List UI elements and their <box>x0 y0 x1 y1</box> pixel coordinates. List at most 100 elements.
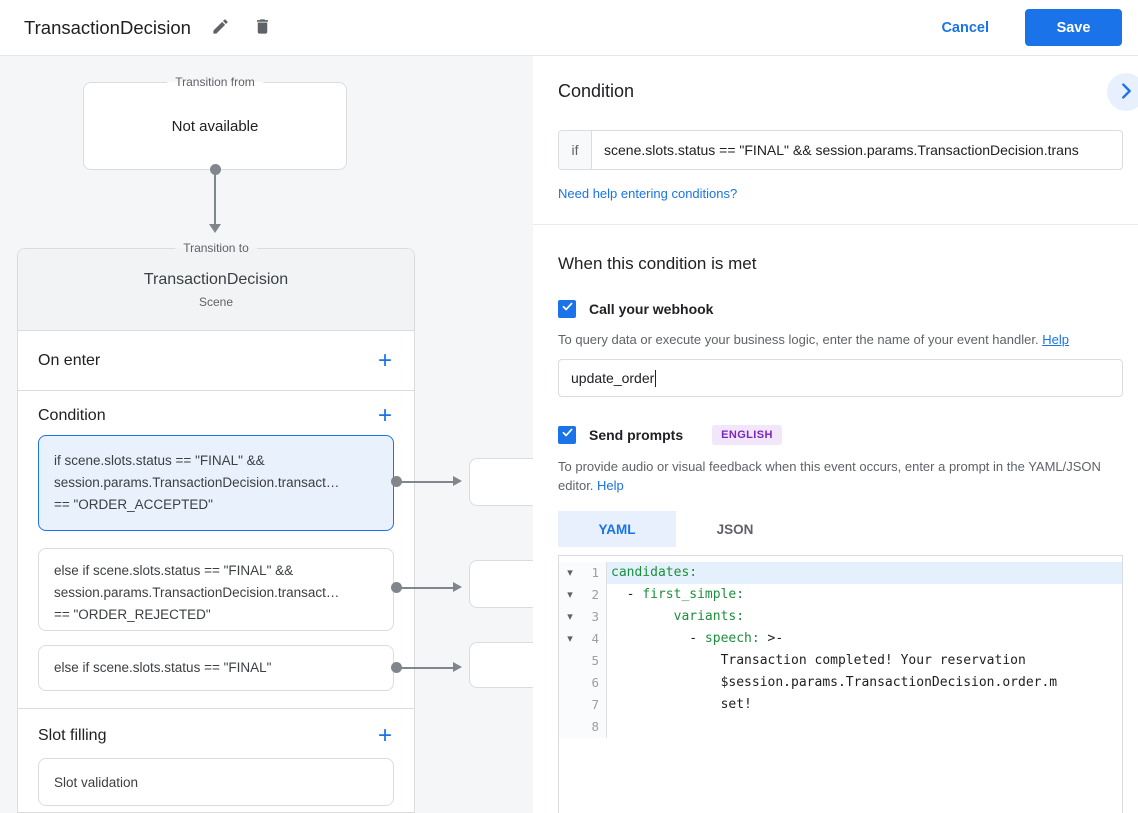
editor-line[interactable]: ▾2 - first_simple: <box>559 584 1122 606</box>
condition-card[interactable]: else if scene.slots.status == "FINAL" <box>38 645 394 691</box>
webhook-helper-text: To query data or execute your business l… <box>558 330 1123 349</box>
fold-gutter <box>559 650 581 672</box>
add-condition-button[interactable]: + <box>377 402 392 429</box>
editor-line[interactable]: ▾3 variants: <box>559 606 1122 628</box>
send-prompts-label: Send prompts <box>589 427 684 443</box>
when-condition-met-title: When this condition is met <box>558 254 757 273</box>
send-prompts-row: Send prompts ENGLISH <box>558 425 1123 445</box>
section-divider <box>18 708 414 709</box>
arrow-down-icon <box>209 224 221 233</box>
yaml-text-token <box>611 609 674 624</box>
code-line-content[interactable]: candidates: <box>607 562 1122 584</box>
condition-expression-input[interactable]: scene.slots.status == "FINAL" && session… <box>604 142 1079 158</box>
transition-target-box[interactable] <box>469 642 533 688</box>
condition-help-link[interactable]: Need help entering conditions? <box>558 186 738 201</box>
call-webhook-label: Call your webhook <box>589 301 714 317</box>
editor-line[interactable]: 5 Transaction completed! Your reservatio… <box>559 650 1122 672</box>
checkmark-icon <box>561 426 574 444</box>
fold-gutter <box>559 694 581 716</box>
delete-scene-button[interactable] <box>251 16 275 40</box>
code-line-content[interactable]: $session.params.TransactionDecision.orde… <box>607 672 1122 694</box>
connector-dot <box>391 476 402 487</box>
yaml-text-token: set! <box>611 697 752 712</box>
page-title: TransactionDecision <box>24 16 191 38</box>
connector-dot <box>391 582 402 593</box>
condition-card-line: else if scene.slots.status == "FINAL" && <box>54 563 294 578</box>
add-on-enter-button[interactable]: + <box>377 346 392 374</box>
yaml-text-token: - <box>611 587 643 602</box>
call-webhook-row: Call your webhook <box>558 300 1123 318</box>
yaml-key-token: speech: <box>704 631 760 646</box>
condition-card-line: if scene.slots.status == "FINAL" && <box>54 453 265 468</box>
transition-from-label: Transition from <box>167 75 263 89</box>
line-number: 1 <box>581 562 607 584</box>
collapse-panel-button[interactable] <box>1107 73 1138 111</box>
condition-card-line: else if scene.slots.status == "FINAL" <box>54 660 272 675</box>
slot-validation-card[interactable]: Slot validation <box>38 758 394 806</box>
panel-divider <box>533 224 1138 225</box>
scene-header: TransactionDecision Scene <box>18 249 414 331</box>
transition-to-box: Transition to TransactionDecision Scene … <box>17 241 415 813</box>
on-enter-section: On enter + <box>18 331 414 391</box>
transition-from-box: Transition from Not available <box>83 75 347 170</box>
transition-target-box[interactable] <box>469 458 533 506</box>
transition-target-box[interactable] <box>469 560 533 608</box>
editor-line[interactable]: 6 $session.params.TransactionDecision.or… <box>559 672 1122 694</box>
call-webhook-checkbox[interactable] <box>558 300 576 318</box>
language-badge: ENGLISH <box>712 425 782 445</box>
yaml-text-token: >- <box>759 631 784 646</box>
yaml-key-token: candidates: <box>611 565 698 580</box>
code-line-content[interactable]: variants: <box>607 606 1122 628</box>
connector-line <box>397 587 453 589</box>
if-prefix-label: if <box>559 131 592 169</box>
line-number: 5 <box>581 650 607 672</box>
condition-section-header: Condition + <box>18 391 414 435</box>
editor-line[interactable]: 7 set! <box>559 694 1122 716</box>
connector-line <box>214 172 216 224</box>
arrow-right-icon <box>453 582 462 592</box>
webhook-help-link[interactable]: Help <box>1042 332 1069 347</box>
send-prompts-checkbox[interactable] <box>558 426 576 444</box>
connector-dot <box>209 164 221 175</box>
condition-detail-panel: Condition if scene.slots.status == "FINA… <box>533 56 1138 813</box>
connector-dot <box>391 662 402 673</box>
code-line-content[interactable]: Transaction completed! Your reservation <box>607 650 1122 672</box>
code-line-content[interactable]: - first_simple: <box>607 584 1122 606</box>
prompts-help-link[interactable]: Help <box>597 478 624 493</box>
condition-card[interactable]: else if scene.slots.status == "FINAL" &&… <box>38 548 394 631</box>
fold-toggle-icon[interactable]: ▾ <box>559 584 581 606</box>
code-line-content[interactable]: set! <box>607 694 1122 716</box>
cancel-button[interactable]: Cancel <box>941 19 989 36</box>
fold-gutter <box>559 716 581 738</box>
save-button[interactable]: Save <box>1025 9 1122 46</box>
code-line-content[interactable]: - speech: >- <box>607 628 1122 650</box>
condition-card-selected[interactable]: if scene.slots.status == "FINAL" && sess… <box>38 435 394 531</box>
flow-canvas: Transition from Not available Transition… <box>0 56 533 813</box>
text-cursor <box>655 369 657 387</box>
checkmark-icon <box>561 300 574 318</box>
editor-line[interactable]: ▾1 candidates: <box>559 562 1122 584</box>
line-number: 7 <box>581 694 607 716</box>
add-slot-button[interactable]: + <box>377 721 392 749</box>
transition-to-label: Transition to <box>175 241 257 255</box>
tab-yaml[interactable]: YAML <box>558 511 676 547</box>
edit-title-button[interactable] <box>209 16 233 40</box>
tab-json[interactable]: JSON <box>716 521 754 537</box>
fold-toggle-icon[interactable]: ▾ <box>559 562 581 584</box>
fold-toggle-icon[interactable]: ▾ <box>559 628 581 650</box>
line-number: 4 <box>581 628 607 650</box>
editor-line[interactable]: 8 <box>559 716 1122 738</box>
arrow-right-icon <box>453 662 462 672</box>
scene-type: Scene <box>198 294 234 309</box>
line-number: 8 <box>581 716 607 738</box>
fold-toggle-icon[interactable]: ▾ <box>559 606 581 628</box>
event-handler-input[interactable]: update_order <box>558 359 1123 397</box>
on-enter-label: On enter <box>38 351 101 369</box>
code-line-content[interactable] <box>607 716 1122 738</box>
condition-card-line: == "ORDER_REJECTED" <box>54 607 211 622</box>
slot-filling-section-header: Slot filling + <box>18 709 414 758</box>
editor-line[interactable]: ▾4 - speech: >- <box>559 628 1122 650</box>
panel-title: Condition <box>558 80 635 101</box>
